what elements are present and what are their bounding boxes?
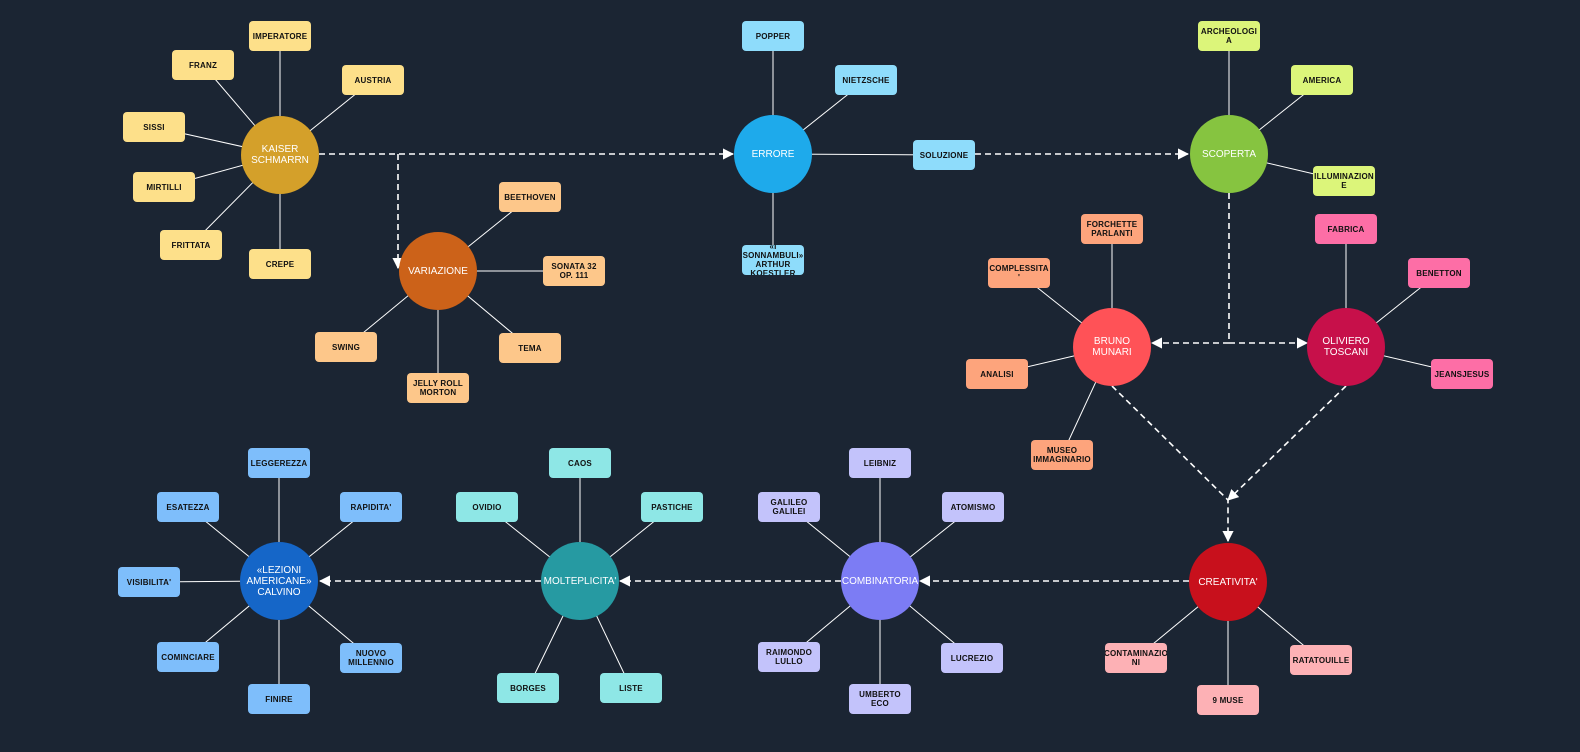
leaf-toscani-0[interactable]: FABRICA xyxy=(1315,214,1377,244)
leaf-molteplicita-0[interactable]: CAOS xyxy=(549,448,611,478)
leaf-errore-1[interactable]: NIETZSCHE xyxy=(835,65,897,95)
leaf-combinatoria-1[interactable]: GALILEO GALILEI xyxy=(758,492,820,522)
munari-to-creativita-arrow xyxy=(1111,385,1234,543)
leaf-combinatoria-5[interactable]: UMBERTO ECO xyxy=(849,684,911,714)
hub-kaiser[interactable]: KAISER SCHMARRN xyxy=(241,116,319,194)
leaf-creativita-2[interactable]: RATATOUILLE xyxy=(1290,645,1352,675)
leaf-molteplicita-2[interactable]: PASTICHE xyxy=(641,492,703,522)
leaf-combinatoria-2[interactable]: ATOMISMO xyxy=(942,492,1004,522)
leaf-kaiser-1[interactable]: AUSTRIA xyxy=(342,65,404,95)
leaf-errore-3[interactable]: «I SONNAMBULI» ARTHUR KOESTLER xyxy=(742,245,804,275)
leaf-combinatoria-4[interactable]: LUCREZIO xyxy=(941,643,1003,673)
leaf-calvino-5[interactable]: NUOVO MILLENNIO xyxy=(340,643,402,673)
leaf-calvino-1[interactable]: ESATEZZA xyxy=(157,492,219,522)
hub-toscani[interactable]: OLIVIERO TOSCANI xyxy=(1307,308,1385,386)
leaf-toscani-1[interactable]: BENETTON xyxy=(1408,258,1470,288)
scoperta-to-toscani-arrow xyxy=(1228,193,1309,349)
leaf-creativita-1[interactable]: 9 MUSE xyxy=(1197,685,1259,715)
leaf-variazione-0[interactable]: BEETHOVEN xyxy=(499,182,561,212)
leaf-calvino-0[interactable]: LEGGEREZZA xyxy=(248,448,310,478)
leaf-molteplicita-4[interactable]: LISTE xyxy=(600,673,662,703)
leaf-kaiser-0[interactable]: IMPERATORE xyxy=(249,21,311,51)
leaf-kaiser-3[interactable]: SISSI xyxy=(123,112,185,142)
leaf-kaiser-5[interactable]: FRITTATA xyxy=(160,230,222,260)
leaf-molteplicita-1[interactable]: OVIDIO xyxy=(456,492,518,522)
leaf-munari-1[interactable]: COMPLESSITA ' xyxy=(988,258,1050,288)
hub-creativita[interactable]: CREATIVITA' xyxy=(1189,543,1267,621)
leaf-calvino-2[interactable]: RAPIDITA' xyxy=(340,492,402,522)
leaf-scoperta-0[interactable]: ARCHEOLOGI A xyxy=(1198,21,1260,51)
leaf-calvino-3[interactable]: VISIBILITA' xyxy=(118,567,180,597)
leaf-munari-2[interactable]: ANALISI xyxy=(966,359,1028,389)
hub-calvino[interactable]: «LEZIONI AMERICANE» CALVINO xyxy=(240,542,318,620)
leaf-calvino-6[interactable]: FINIRE xyxy=(248,684,310,714)
leaf-calvino-4[interactable]: COMINCIARE xyxy=(157,642,219,672)
toscani-to-creativita-arrow xyxy=(1227,385,1347,501)
leaf-kaiser-4[interactable]: MIRTILLI xyxy=(133,172,195,202)
leaf-variazione-2[interactable]: TEMA xyxy=(499,333,561,363)
hub-munari[interactable]: BRUNO MUNARI xyxy=(1073,308,1151,386)
leaf-scoperta-1[interactable]: AMERICA xyxy=(1291,65,1353,95)
hub-variazione[interactable]: VARIAZIONE xyxy=(399,232,477,310)
leaf-variazione-1[interactable]: SONATA 32 OP. 111 xyxy=(543,256,605,286)
hub-combinatoria[interactable]: COMBINATORIA xyxy=(841,542,919,620)
leaf-munari-3[interactable]: MUSEO IMMAGINARIO xyxy=(1031,440,1093,470)
leaf-combinatoria-3[interactable]: RAIMONDO LULLO xyxy=(758,642,820,672)
leaf-munari-0[interactable]: FORCHETTE PARLANTI xyxy=(1081,214,1143,244)
leaf-toscani-2[interactable]: JEANSJESUS xyxy=(1431,359,1493,389)
leaf-creativita-0[interactable]: CONTAMINAZIO NI xyxy=(1105,643,1167,673)
leaf-variazione-4[interactable]: SWING xyxy=(315,332,377,362)
leaf-scoperta-2[interactable]: ILLUMINAZION E xyxy=(1313,166,1375,196)
leaf-molteplicita-3[interactable]: BORGES xyxy=(497,673,559,703)
hub-molteplicita[interactable]: MOLTEPLICITA' xyxy=(541,542,619,620)
leaf-kaiser-2[interactable]: FRANZ xyxy=(172,50,234,80)
leaf-combinatoria-0[interactable]: LEIBNIZ xyxy=(849,448,911,478)
leaf-errore-0[interactable]: POPPER xyxy=(742,21,804,51)
leaf-kaiser-6[interactable]: CREPE xyxy=(249,249,311,279)
leaf-variazione-3[interactable]: JELLY ROLL MORTON xyxy=(407,373,469,403)
hub-errore[interactable]: ERRORE xyxy=(734,115,812,193)
leaf-errore-2[interactable]: SOLUZIONE xyxy=(913,140,975,170)
hub-scoperta[interactable]: SCOPERTA xyxy=(1190,115,1268,193)
